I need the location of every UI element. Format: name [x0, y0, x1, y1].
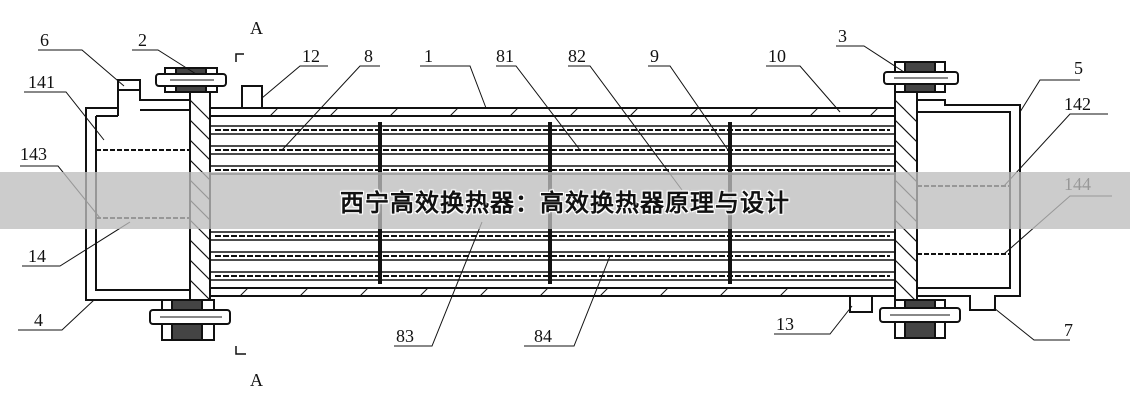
left-nozzle-6	[117, 79, 141, 90]
label-143: 143	[20, 144, 47, 164]
label-4: 4	[34, 310, 43, 330]
leader-lines	[18, 45, 1112, 347]
label-1: 1	[424, 46, 433, 66]
left-bottom-bolt	[149, 299, 231, 341]
title-banner: 西宁高效换热器：高效换热器原理与设计	[0, 172, 1130, 229]
label-10: 10	[768, 46, 786, 66]
label-2: 2	[138, 30, 147, 50]
label-84: 84	[534, 326, 552, 346]
shell	[210, 85, 895, 313]
label-5: 5	[1074, 58, 1083, 78]
label-82: 82	[568, 46, 586, 66]
right-top-bolt	[883, 61, 959, 93]
label-142: 142	[1064, 94, 1091, 114]
section-arrow-bottom	[235, 346, 246, 355]
label-81: 81	[496, 46, 514, 66]
shell-hatch	[239, 107, 879, 297]
section-arrow-top	[235, 53, 244, 62]
left-top-bolt	[155, 67, 227, 93]
part-labels: 6 2 12 8 1 81 82 9 10 3 5 141 142 143 14…	[20, 26, 1091, 346]
banner-title: 西宁高效换热器：高效换热器原理与设计	[340, 189, 790, 217]
label-12: 12	[302, 46, 320, 66]
label-3: 3	[838, 26, 847, 46]
label-7: 7	[1064, 320, 1073, 340]
label-83: 83	[396, 326, 414, 346]
right-bottom-bolt	[879, 299, 961, 339]
section-mark-bottom: A	[250, 370, 263, 390]
label-141: 141	[28, 72, 55, 92]
label-6: 6	[40, 30, 49, 50]
label-14: 14	[28, 246, 46, 266]
label-9: 9	[650, 46, 659, 66]
section-mark-top: A	[250, 18, 263, 38]
tube-bundle	[210, 125, 895, 281]
label-13: 13	[776, 314, 794, 334]
label-8: 8	[364, 46, 373, 66]
